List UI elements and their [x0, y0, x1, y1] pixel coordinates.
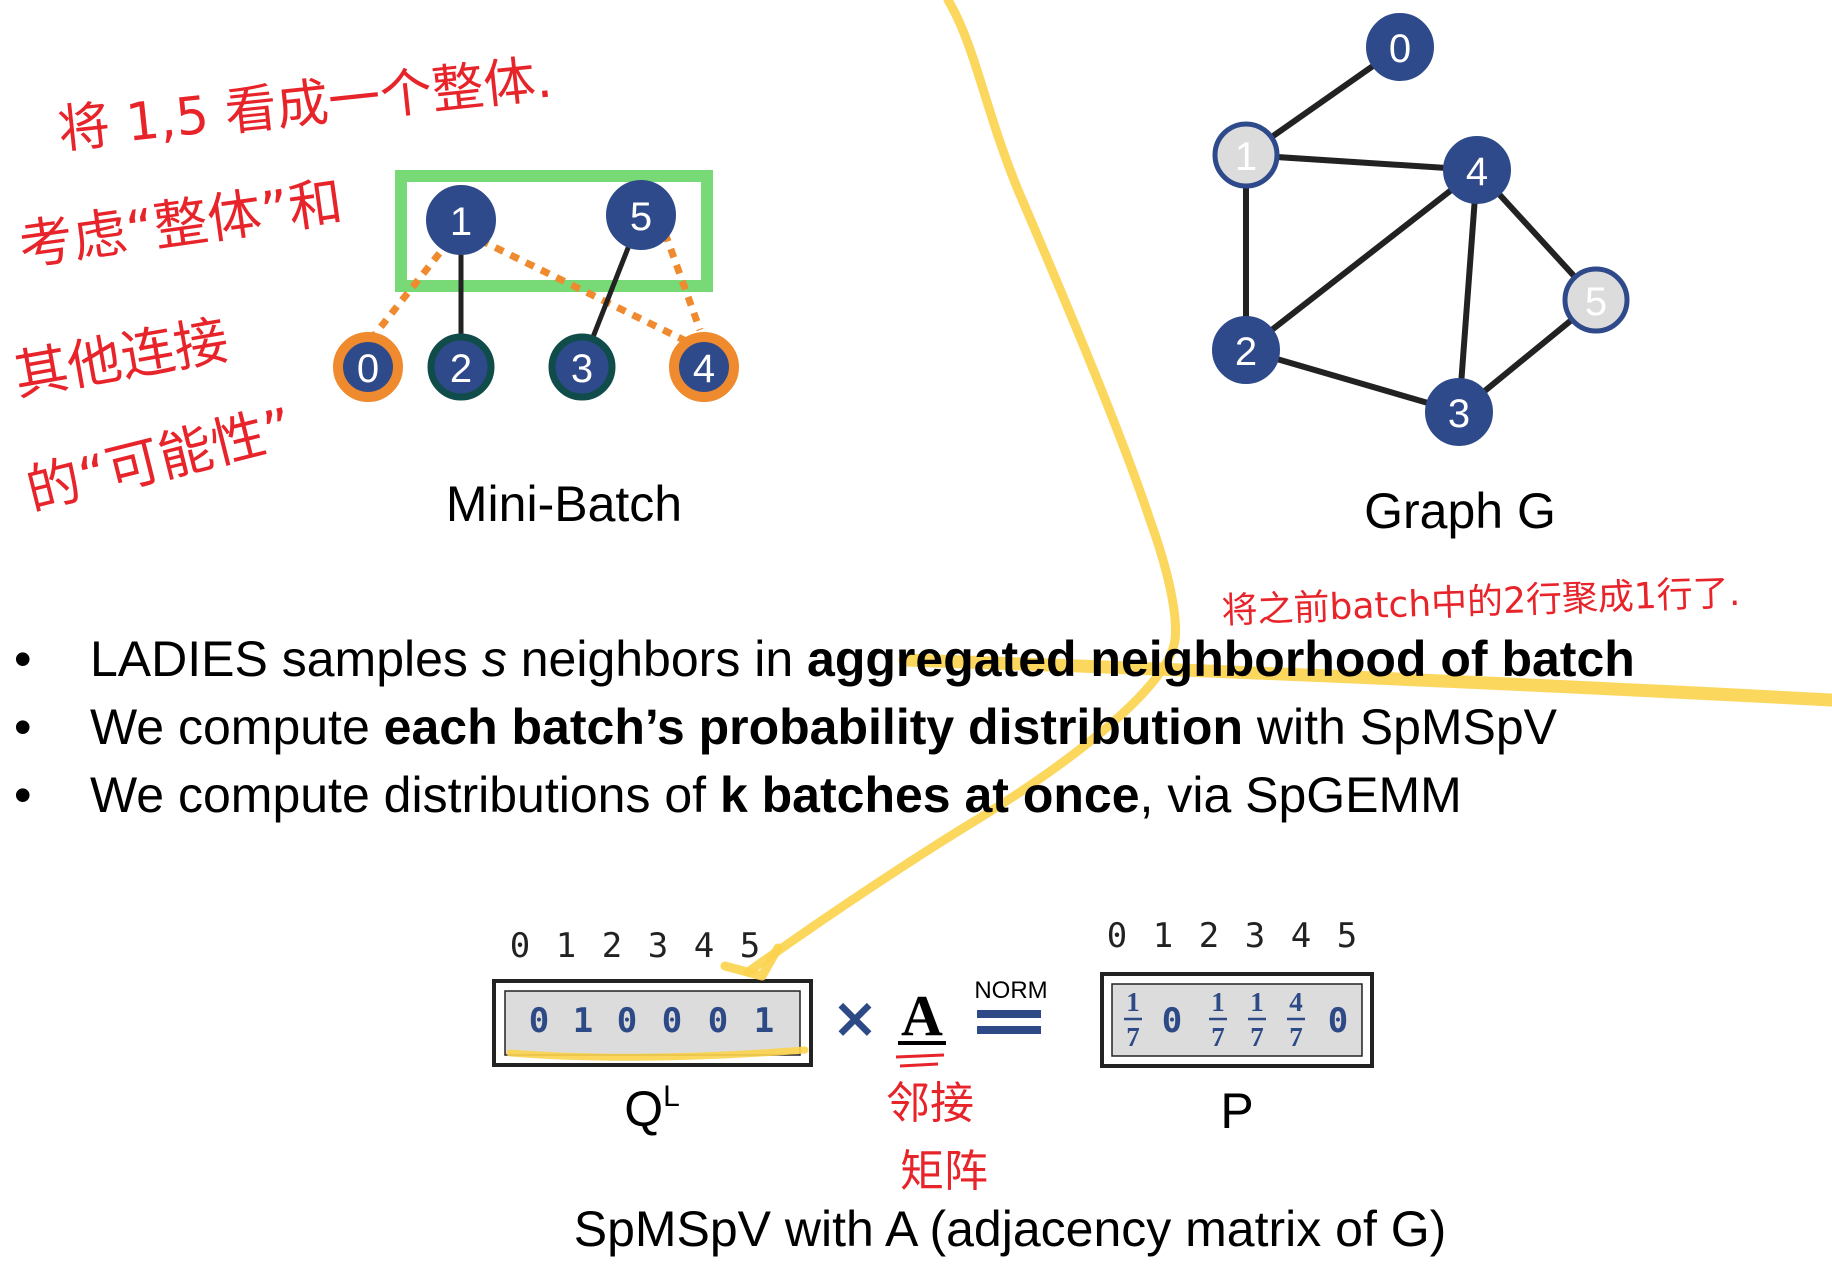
svg-text:4: 4 — [1289, 987, 1303, 1017]
p-fraction: 1 7 — [1248, 987, 1266, 1052]
p-index: 3 — [1245, 916, 1265, 956]
highlight-q-underline — [506, 1046, 809, 1061]
annotation-note5: 将之前batch中的2行聚成1行了. — [1221, 573, 1741, 632]
p-vector-fill — [1111, 983, 1363, 1057]
times-sign: × — [832, 986, 879, 1051]
bullet-marker: • — [14, 767, 32, 823]
p-fraction: 4 7 — [1287, 987, 1305, 1052]
annotation-note6b: 矩阵 — [900, 1146, 988, 1197]
annotation-underline-a — [895, 1053, 945, 1068]
norm-label: NORM — [974, 977, 1047, 1004]
mb-node-1: 1 — [426, 185, 496, 255]
g-node-2: 2 — [1212, 316, 1280, 384]
batch-group-highlight — [395, 170, 713, 292]
q-value: 0 — [529, 1001, 549, 1041]
g-node-1-label: 1 — [1235, 135, 1257, 179]
q-value: 0 — [662, 1001, 682, 1041]
g-node-0: 0 — [1366, 13, 1434, 81]
p-index: 1 — [1153, 916, 1173, 956]
mb-node-3-label: 3 — [571, 347, 593, 391]
q-index: 5 — [740, 926, 760, 966]
g-node-1: 1 — [1212, 121, 1280, 189]
equals-bar-top — [977, 1010, 1041, 1018]
g-node-3-label: 3 — [1448, 392, 1470, 436]
mb-node-2: 2 — [427, 333, 495, 401]
q-label: QL — [624, 1080, 680, 1137]
svg-text:1: 1 — [1211, 987, 1225, 1017]
svg-text:7: 7 — [1289, 1022, 1303, 1052]
bullet-text: LADIES samples s neighbors in aggregated… — [90, 631, 1635, 687]
equation-caption: SpMSpV with A (adjacency matrix of G) — [574, 1201, 1447, 1257]
p-fraction: 1 7 — [1209, 987, 1227, 1052]
g-node-5: 5 — [1562, 266, 1630, 334]
annotation-note6a: 邻接 — [886, 1078, 974, 1129]
q-index: 4 — [694, 926, 714, 966]
equals-bar-bottom — [977, 1026, 1041, 1034]
p-index: 0 — [1107, 916, 1127, 956]
q-vector-fill — [504, 990, 801, 1056]
p-index: 5 — [1337, 916, 1357, 956]
highlight-arrowhead — [720, 943, 783, 981]
matrix-a-label: A — [901, 983, 943, 1048]
mb-node-0: 0 — [333, 332, 403, 402]
mb-node-5-label: 5 — [630, 195, 652, 239]
g-edge-4-3 — [1456, 169, 1480, 413]
svg-text:7: 7 — [1211, 1022, 1225, 1052]
q-value: 1 — [754, 1001, 774, 1041]
mini-batch-diagram: 1 5 0 2 3 4 Mini-Batch — [333, 170, 739, 532]
highlight-divider-stroke — [743, 0, 1180, 977]
svg-text:7: 7 — [1250, 1022, 1264, 1052]
graph-g-caption: Graph G — [1364, 483, 1556, 539]
mb-node-4: 4 — [669, 332, 739, 402]
p-value: 0 — [1162, 1001, 1182, 1041]
annotation-note4: 的“可能性” — [20, 396, 299, 523]
mb-node-2-label: 2 — [450, 347, 472, 391]
q-value: 0 — [708, 1001, 728, 1041]
g-node-3: 3 — [1425, 378, 1493, 446]
q-index: 2 — [602, 926, 622, 966]
yellow-highlights — [506, 0, 1832, 1061]
bullet-marker: • — [14, 699, 32, 755]
mb-node-4-label: 4 — [693, 347, 715, 391]
equation: 0 1 2 3 4 5 0 1 0 0 0 1 QL × A NORM 0 1 … — [492, 916, 1447, 1257]
q-index: 1 — [556, 926, 576, 966]
g-edge-2-4 — [1244, 167, 1479, 353]
dashed-edge-5-4 — [661, 231, 704, 332]
g-node-5-label: 5 — [1585, 280, 1607, 324]
q-index: 3 — [648, 926, 668, 966]
mb-node-0-label: 0 — [357, 347, 379, 391]
svg-text:1: 1 — [1126, 987, 1140, 1017]
q-value: 1 — [573, 1001, 593, 1041]
annotation-note2: 考虑“整体”和 — [15, 170, 347, 278]
annotation-note3: 其他连接 — [9, 308, 233, 408]
mini-batch-caption: Mini-Batch — [446, 476, 682, 532]
bullet-text: We compute each batch’s probability dist… — [90, 699, 1558, 755]
highlight-bullet-underline — [898, 653, 1832, 707]
graph-g-diagram: 0 1 4 5 2 3 Graph G — [1212, 13, 1630, 539]
svg-text:7: 7 — [1126, 1022, 1140, 1052]
g-edge-2-3 — [1245, 347, 1460, 415]
g-node-4: 4 — [1443, 136, 1511, 204]
dashed-edge-1-4 — [478, 236, 692, 347]
mb-node-5: 5 — [606, 180, 676, 250]
g-node-0-label: 0 — [1389, 27, 1411, 71]
bullet-marker: • — [14, 631, 32, 687]
g-edge-1-4 — [1245, 152, 1478, 173]
annotation-note1: 将 1,5 看成一个整体. — [55, 49, 555, 161]
p-fraction: 1 7 — [1124, 987, 1142, 1052]
q-value: 0 — [617, 1001, 637, 1041]
p-label: P — [1220, 1083, 1253, 1139]
p-index: 4 — [1291, 916, 1311, 956]
mb-node-1-label: 1 — [450, 200, 472, 244]
svg-text:1: 1 — [1250, 987, 1264, 1017]
p-value: 0 — [1328, 1001, 1348, 1041]
bullet-text: We compute distributions of k batches at… — [90, 767, 1462, 823]
p-index: 2 — [1199, 916, 1219, 956]
g-node-2-label: 2 — [1235, 330, 1257, 374]
dashed-edge-1-0 — [365, 237, 453, 346]
mb-node-3: 3 — [548, 333, 616, 401]
q-index: 0 — [510, 926, 530, 966]
g-node-4-label: 4 — [1466, 150, 1488, 194]
